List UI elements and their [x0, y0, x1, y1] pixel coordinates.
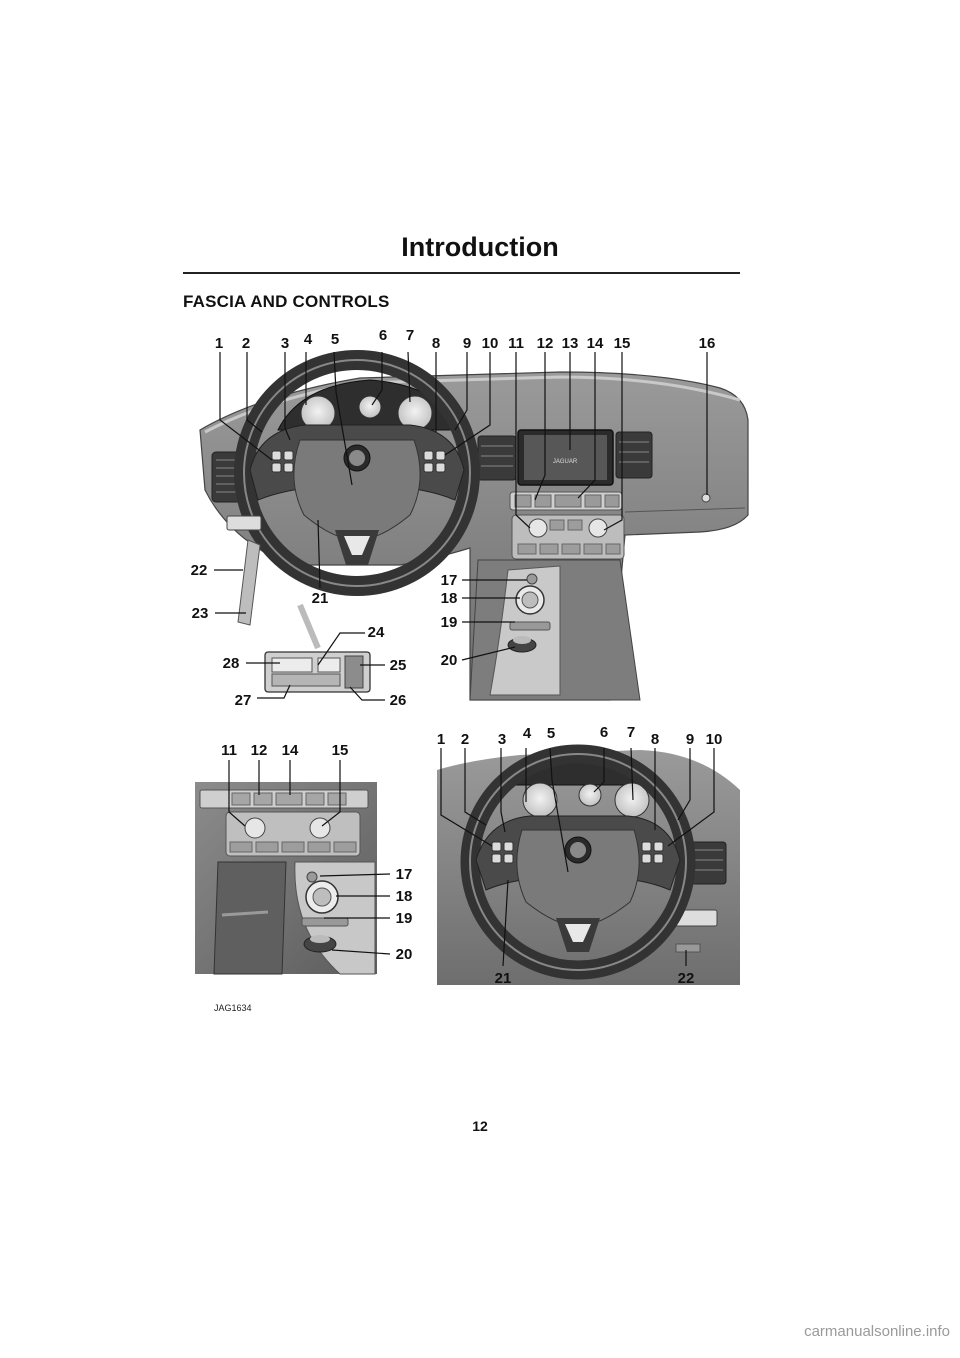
- callout-rhd-10: 10: [706, 731, 723, 748]
- top-panel-drawing: JAGUAR: [199, 350, 749, 701]
- callout-rhd-21: 21: [495, 970, 512, 987]
- callout-rhd-2: 2: [461, 731, 469, 748]
- steering-wheel-rhd: [460, 744, 696, 980]
- header-rule: [183, 272, 740, 274]
- callout-top-5: 5: [331, 331, 339, 348]
- callout-top-10: 10: [482, 335, 499, 352]
- callout-rhd-8: 8: [651, 731, 659, 748]
- callout-console-20: 20: [396, 946, 413, 963]
- callout-top-12: 12: [537, 335, 554, 352]
- section-heading: FASCIA AND CONTROLS: [183, 292, 390, 311]
- callout-console-18: 18: [396, 888, 413, 905]
- callout-top-19: 19: [441, 614, 458, 631]
- page-number: 12: [472, 1118, 488, 1134]
- callout-top-28: 28: [223, 655, 240, 672]
- callout-top-26: 26: [390, 692, 407, 709]
- callout-top-27: 27: [235, 692, 252, 709]
- callout-top-23: 23: [192, 605, 209, 622]
- callout-rhd-7: 7: [627, 724, 635, 741]
- page-title: Introduction: [401, 232, 559, 262]
- callout-top-11: 11: [508, 335, 524, 352]
- callout-top-2: 2: [242, 335, 250, 352]
- callout-top-21: 21: [312, 590, 329, 607]
- callout-rhd-3: 3: [498, 731, 506, 748]
- callout-top-6: 6: [379, 327, 387, 344]
- callout-top-25: 25: [390, 657, 407, 674]
- callout-console-12: 12: [251, 742, 268, 759]
- callout-rhd-22: 22: [678, 970, 695, 987]
- callout-console-14: 14: [282, 742, 299, 759]
- watermark-link[interactable]: carmanualsonline.info: [804, 1323, 950, 1340]
- callout-rhd-6: 6: [600, 724, 608, 741]
- callout-top-24: 24: [368, 624, 385, 641]
- callout-top-1: 1: [215, 335, 223, 352]
- callout-rhd-5: 5: [547, 725, 555, 742]
- callout-top-3: 3: [281, 335, 289, 352]
- callout-rhd-1: 1: [437, 731, 445, 748]
- callout-top-16: 16: [699, 335, 716, 352]
- callout-top-18: 18: [441, 590, 458, 607]
- leader-lines: [214, 351, 715, 967]
- console-detail-drawing: [195, 782, 377, 975]
- figure-code: JAG1634: [214, 1003, 252, 1013]
- callout-top-4: 4: [304, 331, 313, 348]
- callout-rhd-9: 9: [686, 731, 694, 748]
- callout-console-19: 19: [396, 910, 413, 927]
- callout-top-14: 14: [587, 335, 604, 352]
- callout-top-15: 15: [614, 335, 631, 352]
- callout-top-17: 17: [441, 572, 458, 589]
- callout-top-9: 9: [463, 335, 471, 352]
- callout-top-7: 7: [406, 327, 414, 344]
- callout-rhd-4: 4: [523, 725, 532, 742]
- callout-top-13: 13: [562, 335, 579, 352]
- callout-top-22: 22: [191, 562, 208, 579]
- callout-top-8: 8: [432, 335, 440, 352]
- callout-top-20: 20: [441, 652, 458, 669]
- callout-console-11: 11: [221, 742, 237, 759]
- screen-badge: JAGUAR: [553, 459, 578, 465]
- callout-console-15: 15: [332, 742, 349, 759]
- rhd-detail-drawing: [437, 744, 740, 985]
- callout-console-17: 17: [396, 866, 413, 883]
